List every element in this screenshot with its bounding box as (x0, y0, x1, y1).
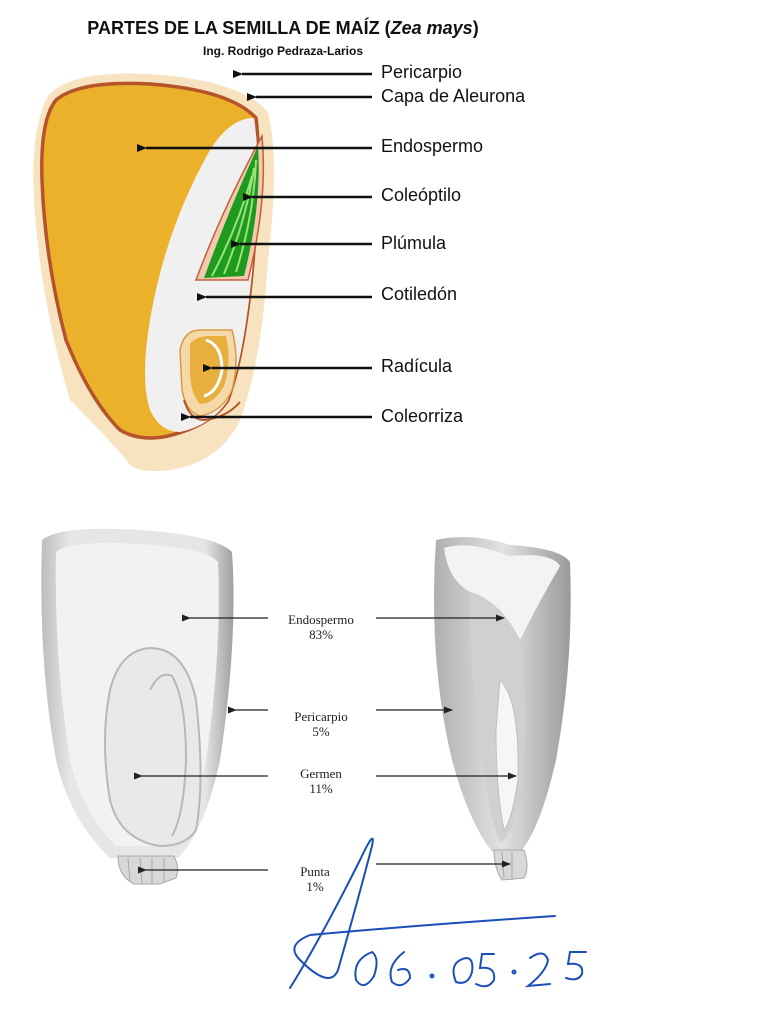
label-punta-pct: Punta 1% (260, 864, 370, 894)
label-coleorriza: Coleorriza (381, 406, 464, 426)
label-radicula: Radícula (381, 356, 453, 376)
label-germen-pct: Germen 11% (266, 766, 376, 796)
top-arrows (137, 70, 372, 421)
part-percent: 5% (312, 724, 330, 739)
label-coleoptilo: Coleóptilo (381, 185, 462, 205)
bottom-arrows (134, 614, 517, 874)
part-percent: 83% (309, 627, 333, 642)
part-name: Endospermo (288, 612, 354, 627)
kernel-front-view (41, 528, 234, 885)
author-line: Ing. Rodrigo Pedraza-Larios (202, 44, 364, 58)
label-capa-aleurona: Capa de Aleurona (381, 86, 526, 106)
part-percent: 1% (306, 879, 324, 894)
label-cotiledon: Cotiledón (381, 284, 458, 304)
label-plumula: Plúmula (381, 233, 447, 253)
part-name: Pericarpio (294, 709, 348, 724)
part-percent: 11% (309, 781, 333, 796)
part-name: Germen (300, 766, 342, 781)
kernel-side-view (434, 536, 571, 881)
label-pericarpio-pct: Pericarpio 5% (266, 709, 376, 739)
label-endospermo-pct: Endospermo 83% (266, 612, 376, 642)
label-pericarpio: Pericarpio (381, 62, 463, 82)
page-title: PARTES DE LA SEMILLA DE MAÍZ (Zea mays) (87, 18, 479, 38)
part-name: Punta (300, 864, 330, 879)
handwritten-signature (289, 837, 587, 989)
label-endospermo: Endospermo (381, 136, 484, 156)
